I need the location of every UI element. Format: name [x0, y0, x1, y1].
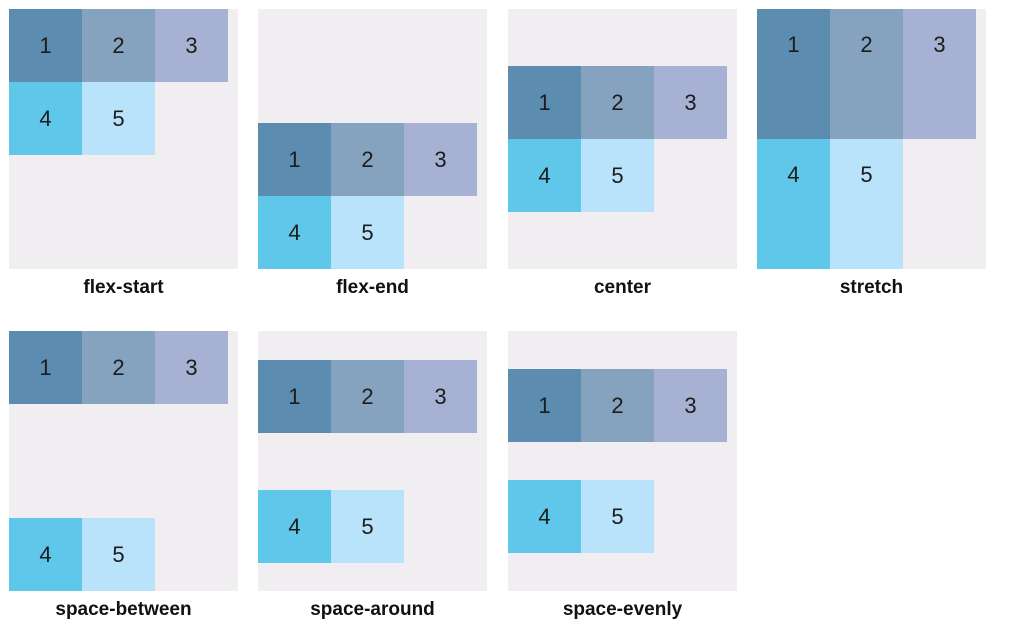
flex-item-5: 5	[581, 480, 654, 553]
item-label: 2	[112, 354, 125, 380]
item-label: 2	[112, 32, 125, 58]
flex-container: 1 2 3 4 5	[508, 331, 737, 591]
item-label: 1	[39, 32, 52, 58]
flex-item-4: 4	[508, 139, 581, 212]
item-label: 3	[185, 354, 198, 380]
item-label: 1	[787, 32, 800, 57]
item-label: 3	[185, 32, 198, 58]
panel-stretch: 1 2 3 4 5 stretch	[757, 9, 986, 298]
flex-item-5: 5	[82, 82, 155, 155]
item-label: 5	[611, 162, 624, 188]
item-label: 2	[611, 89, 624, 115]
item-label: 1	[538, 392, 551, 418]
flex-container: 1 2 3 4 5	[9, 9, 238, 269]
flex-item-4: 4	[9, 518, 82, 591]
panel-space-around: 1 2 3 4 5 space-around	[258, 331, 487, 620]
flex-item-1: 1	[508, 369, 581, 442]
flex-item-4: 4	[9, 82, 82, 155]
item-label: 5	[860, 162, 873, 187]
flex-item-3: 3	[155, 9, 228, 82]
flex-item-4: 4	[757, 139, 830, 269]
item-label: 3	[684, 392, 697, 418]
flex-item-3: 3	[654, 369, 727, 442]
item-label: 5	[112, 541, 125, 567]
panel-caption: flex-end	[336, 277, 409, 298]
flex-container: 1 2 3 4 5	[258, 331, 487, 591]
item-label: 2	[611, 392, 624, 418]
item-label: 4	[787, 162, 800, 187]
panel-flex-end: 1 2 3 4 5 flex-end	[258, 9, 487, 298]
item-label: 5	[361, 513, 374, 539]
flex-item-5: 5	[830, 139, 903, 269]
item-label: 5	[361, 219, 374, 245]
item-label: 2	[361, 383, 374, 409]
panel-caption: stretch	[839, 277, 904, 298]
item-label: 4	[288, 219, 301, 245]
item-label: 1	[288, 383, 301, 409]
item-label: 4	[288, 513, 301, 539]
item-label: 3	[684, 89, 697, 115]
flex-item-1: 1	[258, 360, 331, 433]
panel-caption: space-evenly	[562, 599, 683, 620]
flex-item-4: 4	[258, 196, 331, 269]
flex-item-4: 4	[508, 480, 581, 553]
item-label: 5	[112, 105, 125, 131]
flex-item-3: 3	[404, 360, 477, 433]
item-label: 2	[361, 146, 374, 172]
flex-item-3: 3	[404, 123, 477, 196]
item-label: 3	[434, 383, 447, 409]
item-label: 4	[538, 162, 551, 188]
flex-item-2: 2	[581, 66, 654, 139]
flex-item-2: 2	[82, 331, 155, 404]
flex-item-4: 4	[258, 490, 331, 563]
flex-item-5: 5	[331, 490, 404, 563]
flex-container: 1 2 3 4 5	[9, 331, 238, 591]
item-label: 1	[288, 146, 301, 172]
flex-item-2: 2	[331, 123, 404, 196]
item-label: 4	[39, 541, 52, 567]
panel-space-between: 1 2 3 4 5 space-between	[9, 331, 238, 620]
panel-caption: space-between	[55, 599, 192, 620]
flex-item-3: 3	[155, 331, 228, 404]
panel-caption: space-around	[310, 599, 435, 620]
flex-container: 1 2 3 4 5	[757, 9, 986, 269]
flex-item-2: 2	[82, 9, 155, 82]
item-label: 1	[39, 354, 52, 380]
flex-item-1: 1	[9, 9, 82, 82]
flex-item-3: 3	[903, 9, 976, 139]
item-label: 1	[538, 89, 551, 115]
flex-item-2: 2	[830, 9, 903, 139]
flex-item-3: 3	[654, 66, 727, 139]
panel-flex-start: 1 2 3 4 5 flex-start	[9, 9, 238, 298]
flex-item-5: 5	[581, 139, 654, 212]
panel-space-evenly: 1 2 3 4 5 space-evenly	[508, 331, 737, 620]
flex-container: 1 2 3 4 5	[508, 9, 737, 269]
flex-item-1: 1	[9, 331, 82, 404]
item-label: 4	[39, 105, 52, 131]
flex-item-5: 5	[82, 518, 155, 591]
flex-item-1: 1	[508, 66, 581, 139]
flex-item-2: 2	[581, 369, 654, 442]
flex-item-2: 2	[331, 360, 404, 433]
item-label: 3	[434, 146, 447, 172]
flex-item-1: 1	[258, 123, 331, 196]
panel-caption: flex-start	[83, 277, 164, 298]
flex-container: 1 2 3 4 5	[258, 9, 487, 269]
flex-item-5: 5	[331, 196, 404, 269]
item-label: 3	[933, 32, 946, 57]
flex-item-1: 1	[757, 9, 830, 139]
panel-center: 1 2 3 4 5 center	[508, 9, 737, 298]
item-label: 2	[860, 32, 873, 57]
item-label: 5	[611, 503, 624, 529]
item-label: 4	[538, 503, 551, 529]
panel-caption: center	[593, 277, 652, 298]
